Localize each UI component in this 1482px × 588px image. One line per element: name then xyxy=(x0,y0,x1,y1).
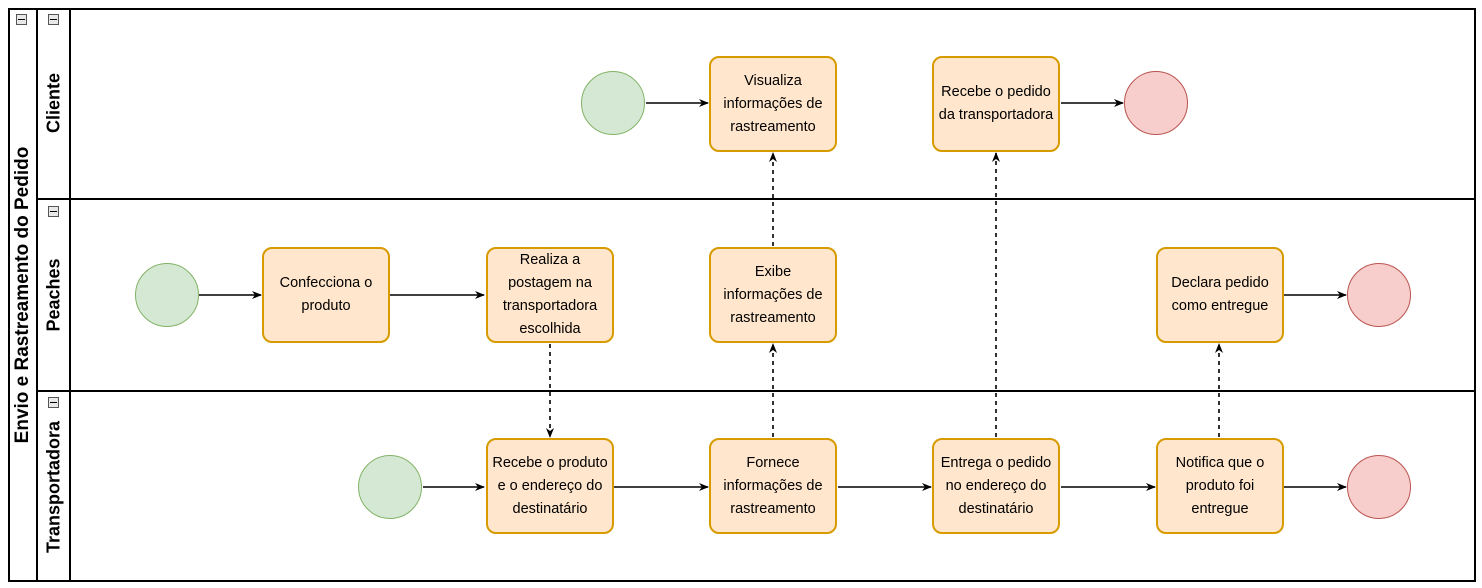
task-label: Realiza a postagem na transportadora esc… xyxy=(502,252,598,337)
task-label: Recebe o pedido da transportadora xyxy=(938,84,1054,123)
task-label: Fornece informações de rastreamento xyxy=(723,454,823,517)
task-label: Notifica que o produto foi entregue xyxy=(1175,454,1265,517)
task-label: Entrega o pedido no endereço do destinat… xyxy=(940,454,1052,517)
task-exibe[interactable]: Exibe informações de rastreamento xyxy=(709,247,837,343)
lane-cliente-collapse-icon[interactable] xyxy=(48,14,59,25)
end-event-cliente[interactable] xyxy=(1124,71,1188,135)
task-label: Exibe informações de rastreamento xyxy=(723,263,823,326)
task-label: Confecciona o produto xyxy=(279,275,373,314)
lane-peaches: Peaches xyxy=(38,199,1476,390)
task-fornece[interactable]: Fornece informações de rastreamento xyxy=(709,438,837,534)
start-event-cliente[interactable] xyxy=(581,71,645,135)
task-label: Declara pedido como entregue xyxy=(1171,275,1269,314)
task-entrega[interactable]: Entrega o pedido no endereço do destinat… xyxy=(932,438,1060,534)
task-label: Recebe o produto e o endereço do destina… xyxy=(492,454,608,517)
end-event-transportadora[interactable] xyxy=(1347,455,1411,519)
lane-divider xyxy=(38,390,1476,392)
lane-header-peaches: Peaches xyxy=(38,199,71,390)
lane-header-cliente: Cliente xyxy=(38,8,71,198)
lane-transportadora-collapse-icon[interactable] xyxy=(48,397,59,408)
end-event-peaches[interactable] xyxy=(1347,263,1411,327)
lane-transportadora: Transportadora xyxy=(38,391,1476,582)
lane-divider xyxy=(38,198,1476,200)
task-label: Visualiza informações de rastreamento xyxy=(723,72,823,135)
task-confecciona[interactable]: Confecciona o produto xyxy=(262,247,390,343)
lane-cliente: Cliente xyxy=(38,8,1476,198)
lane-header-transportadora: Transportadora xyxy=(38,391,71,582)
pool-border xyxy=(8,8,1476,582)
start-event-peaches[interactable] xyxy=(135,263,199,327)
task-recebe-produto[interactable]: Recebe o produto e o endereço do destina… xyxy=(486,438,614,534)
pool-collapse-icon[interactable] xyxy=(16,14,27,25)
task-declara[interactable]: Declara pedido como entregue xyxy=(1156,247,1284,343)
task-realiza-postagem[interactable]: Realiza a postagem na transportadora esc… xyxy=(486,247,614,343)
task-notifica[interactable]: Notifica que o produto foi entregue xyxy=(1156,438,1284,534)
lane-peaches-collapse-icon[interactable] xyxy=(48,206,59,217)
start-event-transportadora[interactable] xyxy=(358,455,422,519)
task-visualiza[interactable]: Visualiza informações de rastreamento xyxy=(709,56,837,152)
pool-header xyxy=(8,8,38,582)
task-recebe-pedido[interactable]: Recebe o pedido da transportadora xyxy=(932,56,1060,152)
